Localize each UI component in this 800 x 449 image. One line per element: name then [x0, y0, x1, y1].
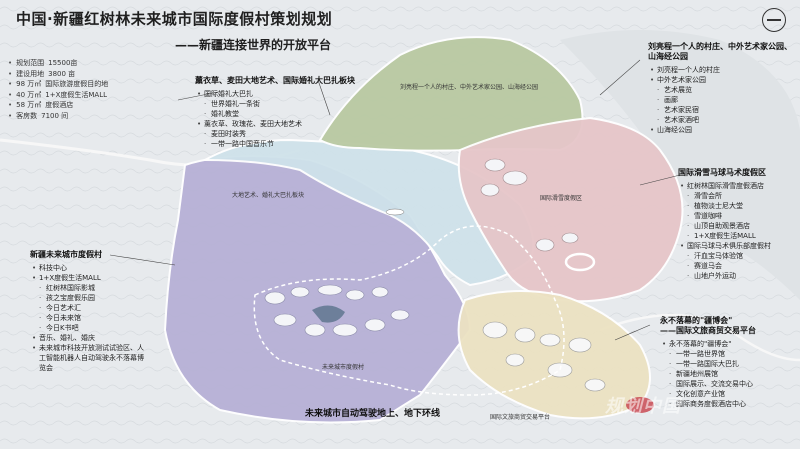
lake [312, 305, 345, 323]
stat-value: 98 万㎡ [16, 80, 42, 88]
list-item: 麦田时装秀 [204, 129, 355, 139]
list-item: 雪道咖啡 [687, 211, 771, 221]
stat-value: 58 万㎡ [16, 101, 42, 109]
list-item: 滑雪会所 [687, 191, 771, 201]
zone-label-ski: 国际滑雪度假区 [540, 195, 583, 202]
leader-line [599, 59, 641, 96]
building-cluster-ski [480, 158, 579, 252]
list-item: 一带一路世界馆 [669, 349, 756, 359]
list-item: 汗血宝马体验馆 [687, 251, 771, 261]
list-item: 永不落幕的"疆博会" [662, 339, 756, 349]
list-item: 未来城市科技开放测试试验区、人工智能机器人自动驾驶永不落幕博览会 [32, 343, 148, 373]
block-list: 国际婚礼大巴扎 世界婚礼一条街 婚礼教堂 薰衣草、玫瑰花、麦田大地艺术 麦田时装… [195, 89, 355, 149]
zone-label-future: 未来城市度假村 [322, 364, 365, 371]
block-list: 红树林国际滑雪度假酒店 滑雪会所 植物淡士尼大堂 雪道咖啡 山顶自助观景酒店 1… [678, 181, 771, 281]
list-item: 世界婚礼一条街 [204, 99, 355, 109]
block-lavender: 薰衣草、麦田大地艺术、国际婚礼大巴扎板块 国际婚礼大巴扎 世界婚礼一条街 婚礼教… [195, 76, 355, 149]
list-item: 山海经公园 [650, 125, 792, 135]
list-item: 艺术家酒吧 [657, 115, 792, 125]
building-cluster-future [264, 284, 410, 337]
stat-value: 7100 间 [41, 111, 69, 120]
block-list: 永不落幕的"疆博会" 一带一路世界馆 一带一路国际大巴扎 新疆地州展馆 国际展示… [660, 339, 756, 409]
red-seal [626, 397, 654, 413]
list-item: 红树林国际影城 [39, 283, 148, 293]
list-item: 文化创意产业馆 [669, 389, 756, 399]
list-item: 画廊 [657, 95, 792, 105]
zone-label-trade: 国际文旅商贸交易平台 [490, 414, 551, 421]
block-title: 国际滑雪马球马术度假区 [678, 168, 766, 177]
list-item: 1+X度假生活MALL [32, 273, 148, 283]
list-item: 山顶自助观景酒店 [687, 221, 771, 231]
stat-label: 规划范围 [16, 59, 45, 67]
logo-icon [762, 8, 786, 32]
block-future-city: 新疆未来城市度假村 科技中心 1+X度假生活MALL 红树林国际影城 孩之宝度假… [30, 250, 148, 373]
list-item: 今日未来馆 [39, 313, 148, 323]
leader-line [109, 254, 176, 266]
list-item: 薰衣草、玫瑰花、麦田大地艺术 [197, 119, 355, 129]
block-title: 新疆未来城市度假村 [30, 250, 102, 259]
watermark: 规划中国 [605, 396, 681, 417]
list-item: 婚礼教堂 [204, 109, 355, 119]
building-cluster-trade [482, 321, 606, 392]
list-item: 国际婚礼大巴扎 [197, 89, 355, 99]
zone-label-lavender: 大地艺术、婚礼大巴扎板块 [232, 192, 305, 199]
list-item: 今日艺术汇 [39, 303, 148, 313]
stat-label: 客房数 [16, 111, 38, 120]
list-item: 艺术家民宿 [657, 105, 792, 115]
loop-label: 未来城市自动驾驶地上、地下环线 [305, 409, 441, 419]
leader-line [639, 174, 681, 186]
block-title: ——国际文旅商贸交易平台 [660, 326, 756, 335]
page-subtitle: ——新疆连接世界的开放平台 [175, 38, 332, 52]
list-item: 孩之宝度假乐园 [39, 293, 148, 303]
stat-label: 1+X度假生活MALL [45, 90, 108, 99]
block-list: 刘亮程一个人的村庄 中外艺术家公园 艺术展览 画廊 艺术家民宿 艺术家酒吧 山海… [648, 65, 792, 135]
stat-label: 建设用地 [16, 69, 45, 78]
zone-label-artist-park: 刘亮程一个人的村庄、中外艺术家公园、山海经公园 [400, 84, 539, 91]
block-artist-park: 刘亮程一个人的村庄、中外艺术家公园、 山海经公园 刘亮程一个人的村庄 中外艺术家… [648, 42, 792, 135]
list-item: 音乐、婚礼、婚庆 [32, 333, 148, 343]
block-title: 薰衣草、麦田大地艺术、国际婚礼大巴扎板块 [195, 76, 355, 85]
list-item: 今日K书吧 [39, 323, 148, 333]
list-item: 艺术展览 [657, 85, 792, 95]
stat-value: 3800 亩 [48, 69, 76, 78]
list-item: 山地户外运动 [687, 271, 771, 281]
block-list: 科技中心 1+X度假生活MALL 红树林国际影城 孩之宝度假乐园 今日艺术汇 今… [30, 263, 148, 373]
block-title: 永不落幕的"疆博会" [660, 316, 733, 325]
stat-value: 40 万㎡ [16, 90, 42, 99]
list-item: 植物淡士尼大堂 [687, 201, 771, 211]
block-title: 山海经公园 [648, 52, 688, 61]
list-item: 1+X度假生活MALL [687, 231, 771, 241]
list-item: 中外艺术家公园 [650, 75, 792, 85]
autonomous-loop [253, 225, 565, 396]
list-item: 国际展示、交流交易中心 [669, 379, 756, 389]
stat-label: 度假酒店 [45, 101, 74, 109]
race-track [564, 252, 596, 272]
stat-label: 国际旅游度假目的地 [45, 80, 109, 88]
list-item: 刘亮程一个人的村庄 [650, 65, 792, 75]
list-item: 红树林国际滑雪度假酒店 [680, 181, 771, 191]
lavender-structure [385, 208, 405, 216]
list-item: 国际商务度假酒店中心 [669, 399, 756, 409]
block-ski-resort: 国际滑雪马球马术度假区 红树林国际滑雪度假酒店 滑雪会所 植物淡士尼大堂 雪道咖… [678, 168, 771, 281]
page-title: 中国·新疆红树林未来城市国际度假村策划规划 [16, 10, 333, 28]
zone-ski-resort [457, 116, 684, 303]
leader-line [614, 324, 651, 341]
list-item: 赛道马会 [687, 261, 771, 271]
list-item: 一带一路国际大巴扎 [669, 359, 756, 369]
block-trade-fair: 永不落幕的"疆博会" ——国际文旅商贸交易平台 永不落幕的"疆博会" 一带一路世… [660, 316, 756, 409]
road [599, 313, 800, 362]
list-item: 国际马球马术俱乐部度假村 [680, 241, 771, 251]
list-item: 科技中心 [32, 263, 148, 273]
stat-value: 15500亩 [48, 59, 78, 67]
list-item: 新疆地州展馆 [669, 369, 756, 379]
list-item: 一带一路中国音乐节 [204, 139, 355, 149]
block-title: 刘亮程一个人的村庄、中外艺术家公园、 [648, 42, 792, 51]
